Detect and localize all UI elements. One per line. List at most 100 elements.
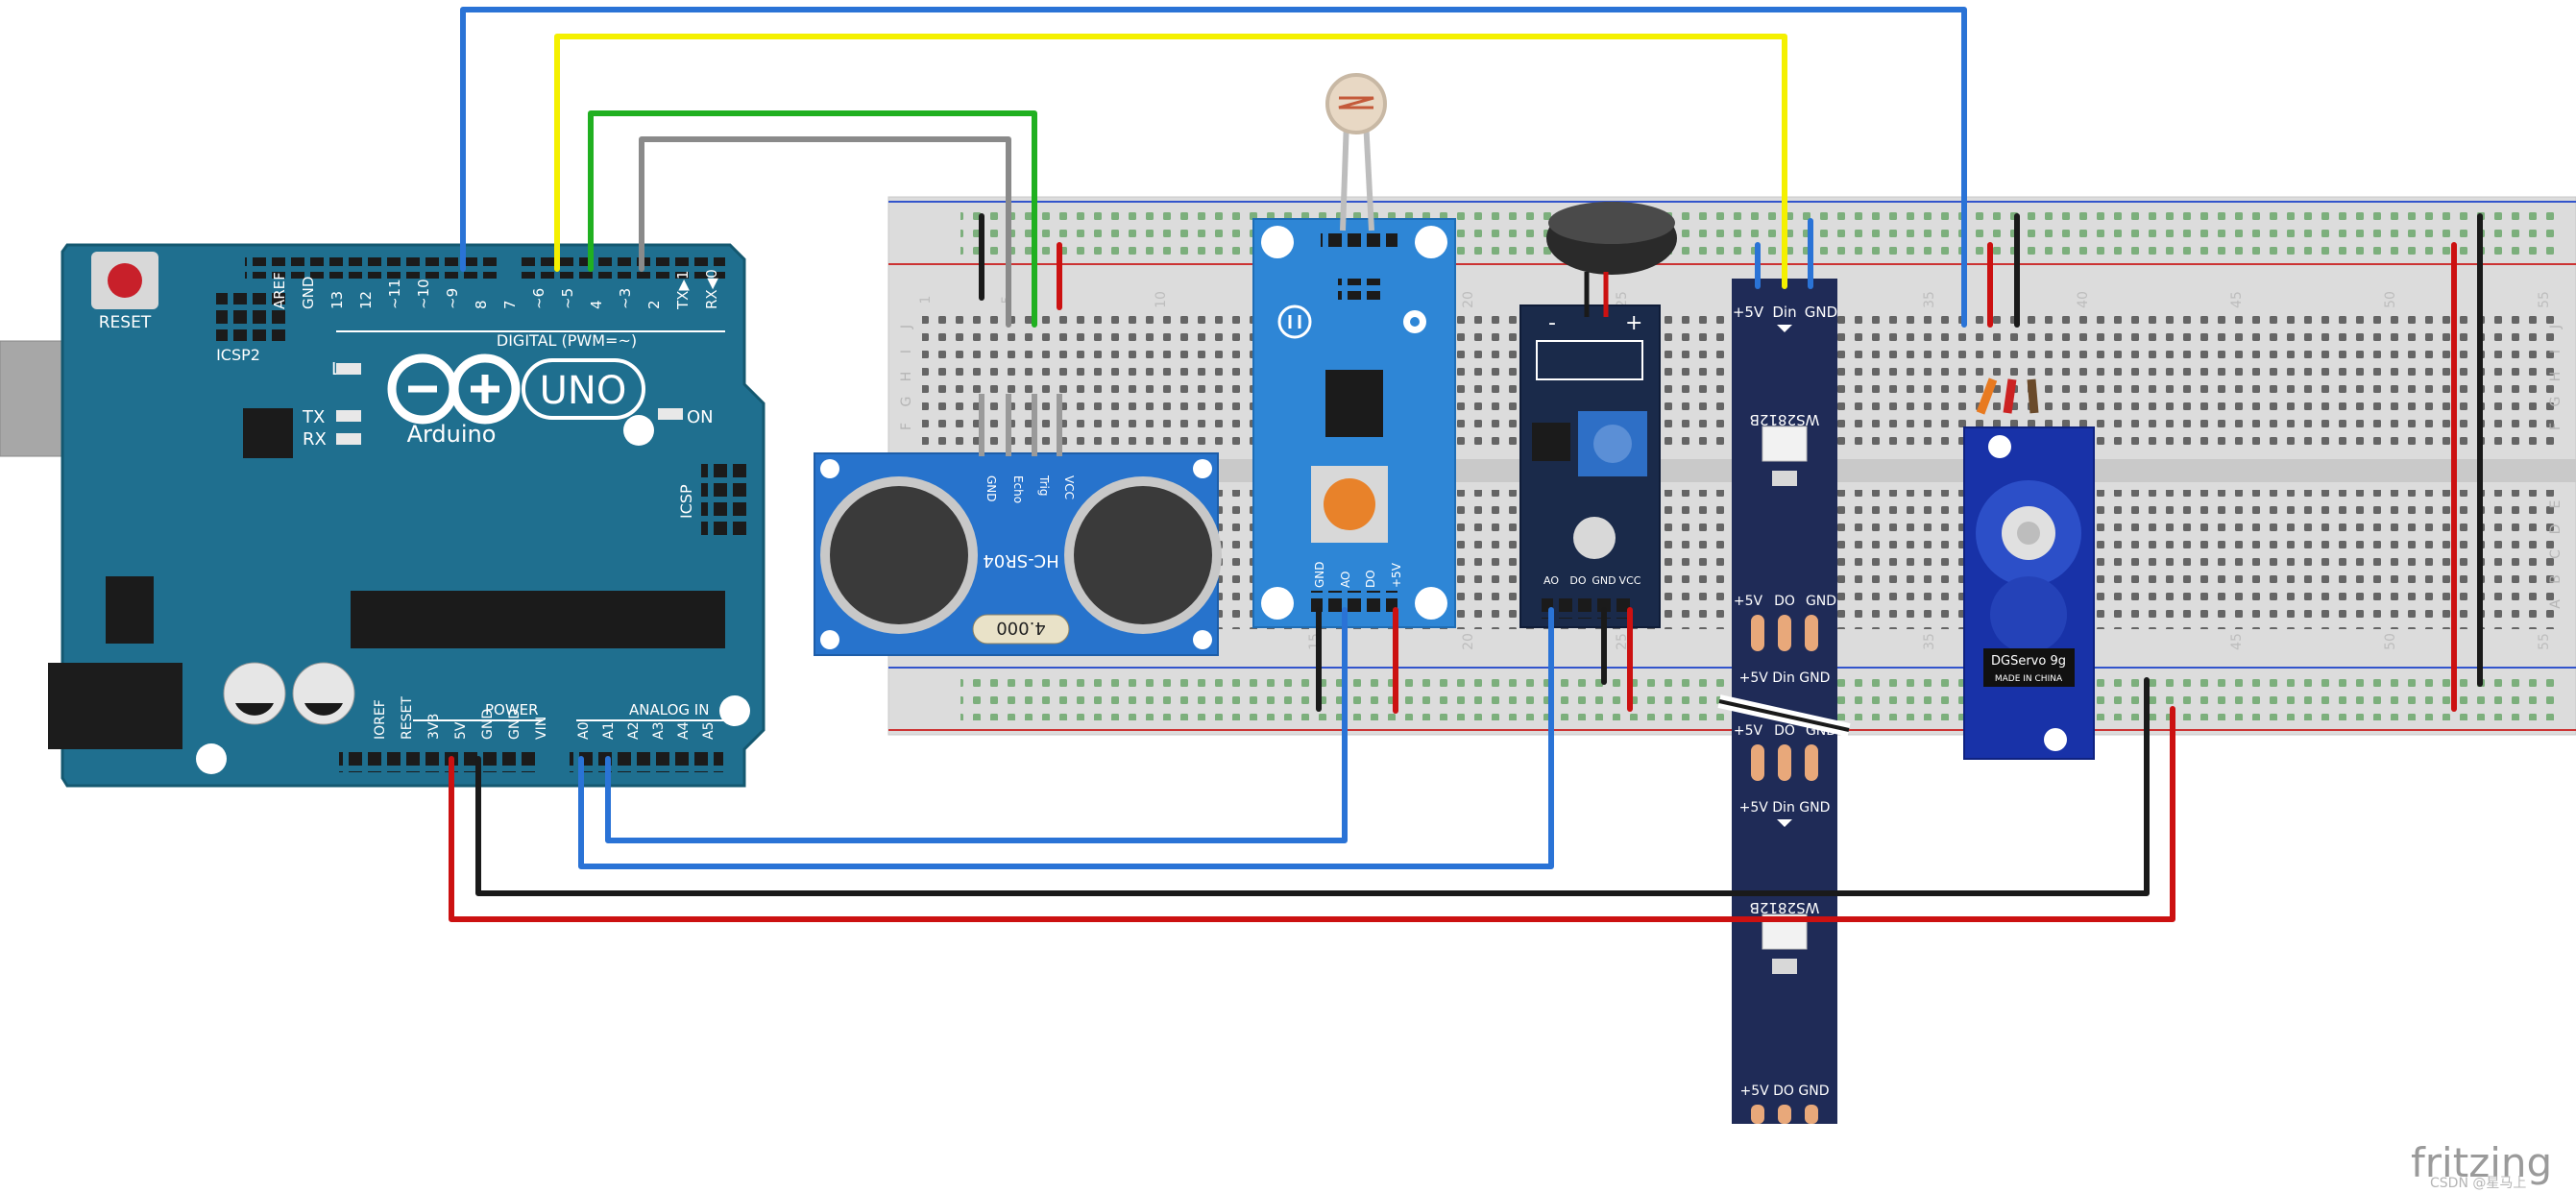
- wire-ldr-analog: [605, 607, 1348, 843]
- fritzing-logo: fritzing: [2411, 1139, 2552, 1186]
- row-letter: F: [2548, 423, 2564, 430]
- led-strip-pad-label: +5V: [1734, 594, 1763, 609]
- digital-header-low: [519, 257, 725, 279]
- mount-hole: [623, 415, 654, 446]
- column-number: 45: [2229, 291, 2245, 308]
- digital-pin-label: AREF: [271, 272, 288, 309]
- digital-pin-label: ~10: [415, 279, 432, 309]
- digital-label: DIGITAL (PWM=~): [497, 331, 637, 350]
- power-pin-label: GND: [480, 709, 496, 740]
- ultrasonic-pin-label: Echo: [1011, 475, 1025, 503]
- mount-hole: [719, 695, 750, 726]
- capacitor-1: [223, 662, 286, 725]
- digital-pin-label: 2: [645, 300, 663, 309]
- analog-pin-label: A3: [651, 722, 667, 740]
- power-pin-label: IOREF: [373, 699, 388, 740]
- column-number: 25: [1615, 291, 1630, 308]
- wire-led-din: [554, 34, 1787, 289]
- uno-badge: [522, 358, 645, 420]
- row-letter: H: [899, 372, 914, 382]
- voltage-regulator: [106, 576, 154, 644]
- solder-pad: [1751, 615, 1764, 651]
- led-chip-label: WS2812B: [1750, 411, 1820, 428]
- column-number: 40: [2076, 291, 2091, 308]
- column-number: 20: [1461, 633, 1476, 650]
- power-pin-label: VIN: [534, 717, 549, 740]
- row-letter: G: [899, 397, 914, 407]
- column-number: 55: [2537, 633, 2552, 650]
- column-number: 10: [1154, 291, 1169, 308]
- column-number: 45: [2229, 633, 2245, 650]
- reset-label: RESET: [99, 313, 152, 332]
- wire-5v: [449, 706, 2175, 922]
- analog-pin-label: A2: [626, 722, 642, 740]
- mount-hole: [196, 743, 227, 774]
- analog-pin-label: A1: [601, 722, 617, 740]
- ultrasonic-pin-label: GND: [984, 475, 998, 502]
- led-resistor: [1772, 959, 1797, 974]
- arduino-logo-icon: [387, 353, 521, 425]
- column-number: 1: [918, 296, 934, 304]
- led-strip-pin-label: +5V: [1733, 304, 1764, 321]
- comparator-chip: [1325, 370, 1383, 437]
- ultrasonic-model-label: HC-SR04: [983, 550, 1058, 571]
- led-chip: [1762, 426, 1808, 462]
- direction-arrow-icon: [1777, 325, 1792, 332]
- led-strip-pad-label: +5V Din GND: [1739, 670, 1831, 686]
- usb-chip: [243, 408, 293, 458]
- led-strip-pad-label: +5V DO GND: [1739, 1083, 1829, 1099]
- led-l: [336, 363, 361, 375]
- led-strip-pad-label: +5V: [1734, 723, 1763, 739]
- digital-pin-label: ~11: [386, 279, 403, 309]
- led-chip-label: WS2812B: [1750, 899, 1820, 916]
- uno-label: UNO: [540, 369, 627, 413]
- analog-label: ANALOG IN: [629, 701, 709, 718]
- column-number: 35: [1922, 633, 1937, 650]
- mic-minus-label: -: [1548, 311, 1556, 335]
- solder-pad: [1778, 744, 1791, 781]
- digital-pin-label: TX▶1: [674, 270, 692, 310]
- column-number: 50: [2383, 633, 2398, 650]
- wires: [449, 7, 2483, 922]
- ldr-pin-label: +5V: [1390, 562, 1403, 588]
- row-letter: H: [2548, 372, 2564, 382]
- servo-model-label: DGServo 9g: [1991, 654, 2066, 669]
- row-letter: F: [899, 423, 914, 430]
- digital-pin-label: ~9: [444, 288, 461, 309]
- column-number: 35: [1922, 291, 1937, 308]
- power-pin-label: 3V3: [426, 714, 442, 740]
- led-strip-pad-label: DO: [1774, 723, 1795, 739]
- ldr-pin-label: DO: [1364, 570, 1377, 588]
- mic-plus-label: +: [1625, 311, 1642, 335]
- wire-echo: [588, 110, 1037, 328]
- digital-pin-label: ~6: [530, 288, 547, 309]
- solder-pad: [1805, 615, 1818, 651]
- solder-pad: [1778, 1105, 1791, 1124]
- solder-pad: [1805, 1105, 1818, 1124]
- row-letter: C: [2548, 549, 2564, 559]
- gear-icon: [1403, 310, 1426, 333]
- column-number: 25: [1615, 633, 1630, 650]
- row-letter: J: [2548, 325, 2564, 329]
- atmega-chip: [351, 591, 725, 648]
- row-letter: I: [899, 350, 914, 353]
- analog-header: [570, 751, 723, 772]
- row-letter: I: [2548, 350, 2564, 353]
- mic-pin-label: VCC: [1619, 574, 1641, 587]
- digital-pin-label: 13: [328, 291, 346, 309]
- arduino-label: Arduino: [407, 421, 497, 448]
- power-pin-label: RESET: [400, 696, 415, 740]
- column-number: 20: [1461, 291, 1476, 308]
- csdn-watermark: CSDN @星马上: [2430, 1176, 2526, 1191]
- row-letter: E: [2548, 500, 2564, 509]
- led-strip-pin-label: Din: [1772, 304, 1796, 321]
- led-on-label: ON: [687, 407, 714, 427]
